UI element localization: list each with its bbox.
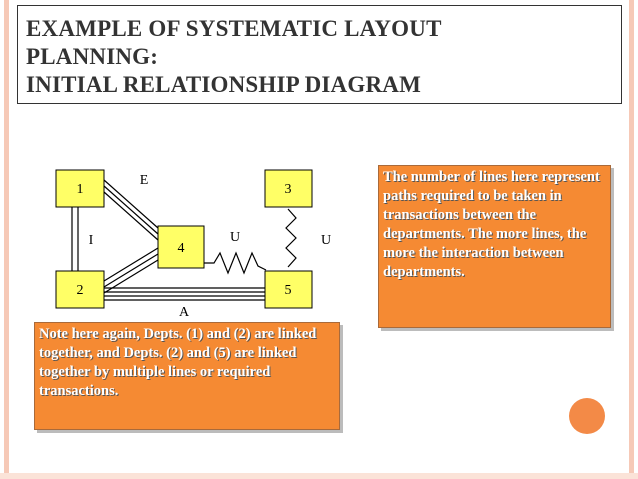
link-1-4 bbox=[103, 179, 159, 241]
department-4: 4 bbox=[157, 225, 205, 269]
title-line-3: INITIAL RELATIONSHIP DIAGRAM bbox=[26, 72, 421, 97]
department-2: 2 bbox=[55, 270, 105, 309]
title-line-1: EXAMPLE OF SYSTEMATIC LAYOUT bbox=[26, 16, 442, 41]
link-3-5-zigzag bbox=[285, 208, 297, 268]
explanation-callout: The number of lines here represent paths… bbox=[378, 165, 611, 328]
relationship-label-e: E bbox=[140, 173, 149, 188]
department-2-label: 2 bbox=[77, 283, 84, 298]
relationship-label-u-right: U bbox=[321, 233, 331, 248]
link-1-2 bbox=[71, 207, 79, 271]
department-1: 1 bbox=[55, 169, 105, 208]
department-5-label: 5 bbox=[285, 283, 292, 298]
note-callout: Note here again, Depts. (1) and (2) are … bbox=[34, 322, 340, 430]
slide-left-border bbox=[4, 0, 9, 479]
decorative-circle bbox=[569, 398, 605, 434]
department-5: 5 bbox=[264, 270, 313, 309]
relationship-label-a: A bbox=[179, 305, 190, 320]
relationship-label-u-left: U bbox=[230, 230, 240, 245]
department-3: 3 bbox=[264, 169, 313, 208]
department-1-label: 1 bbox=[77, 182, 84, 197]
title-line-2: PLANNING: bbox=[26, 44, 159, 69]
slide-right-border bbox=[629, 0, 634, 479]
link-4-5-zigzag bbox=[204, 251, 267, 275]
slide-bottom-border bbox=[0, 473, 638, 479]
department-3-label: 3 bbox=[285, 182, 292, 197]
relationship-label-i: I bbox=[89, 233, 94, 248]
link-2-5 bbox=[104, 287, 265, 301]
department-4-label: 4 bbox=[178, 241, 185, 256]
link-2-4 bbox=[103, 247, 159, 294]
slide-title: EXAMPLE OF SYSTEMATIC LAYOUT PLANNING: I… bbox=[17, 5, 622, 104]
